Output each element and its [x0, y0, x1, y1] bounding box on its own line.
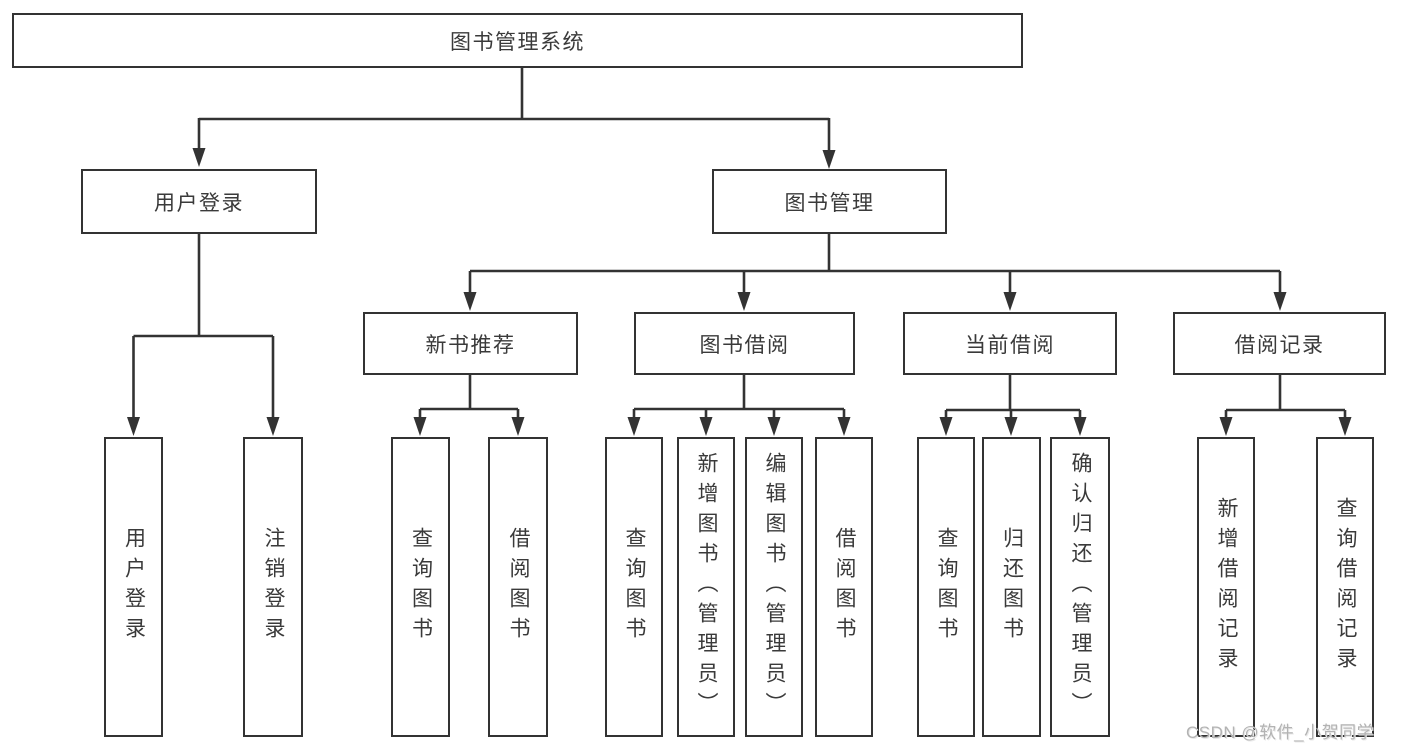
leaf-add-borrow-record: 新增借阅记录	[1197, 437, 1255, 737]
leaf-query-borrow-record: 查询借阅记录	[1316, 437, 1374, 737]
leaf-borrow-books-recommend: 借阅图书	[488, 437, 548, 737]
leaf-query-books-current-label: 查询图书	[935, 527, 958, 647]
leaf-edit-books-admin-label: 编辑图书（管理员）	[763, 452, 786, 722]
node-book-management: 图书管理	[712, 169, 947, 234]
leaf-query-books-borrow: 查询图书	[605, 437, 663, 737]
csdn-watermark: CSDN @软件_小贺同学	[1186, 723, 1375, 742]
node-root-library-system: 图书管理系统	[12, 13, 1023, 68]
node-new-book-recommendation: 新书推荐	[363, 312, 578, 375]
leaf-query-books-current: 查询图书	[917, 437, 975, 737]
node-book-borrowing: 图书借阅	[634, 312, 855, 375]
leaf-query-books-recommend: 查询图书	[391, 437, 450, 737]
leaf-borrow-books: 借阅图书	[815, 437, 873, 737]
node-user-login: 用户登录	[81, 169, 317, 234]
leaf-borrow-books-recommend-label: 借阅图书	[507, 527, 530, 647]
leaf-confirm-return-admin: 确认归还（管理员）	[1050, 437, 1110, 737]
leaf-user-login-label: 用户登录	[122, 527, 146, 647]
leaf-logout-label: 注销登录	[262, 527, 285, 647]
leaf-query-books-borrow-label: 查询图书	[623, 527, 646, 647]
leaf-borrow-books-label: 借阅图书	[833, 527, 856, 647]
leaf-query-books-recommend-label: 查询图书	[409, 527, 433, 647]
leaf-add-books-admin: 新增图书（管理员）	[677, 437, 735, 737]
leaf-return-books: 归还图书	[982, 437, 1041, 737]
leaf-confirm-return-admin-label: 确认归还（管理员）	[1069, 452, 1092, 722]
leaf-logout: 注销登录	[243, 437, 303, 737]
leaf-add-books-admin-label: 新增图书（管理员）	[695, 452, 718, 722]
node-borrowing-records: 借阅记录	[1173, 312, 1386, 375]
leaf-edit-books-admin: 编辑图书（管理员）	[745, 437, 803, 737]
leaf-query-borrow-record-label: 查询借阅记录	[1334, 497, 1357, 677]
leaf-user-login: 用户登录	[104, 437, 163, 737]
leaf-return-books-label: 归还图书	[1000, 527, 1024, 647]
leaf-add-borrow-record-label: 新增借阅记录	[1215, 497, 1238, 677]
node-current-borrowing: 当前借阅	[903, 312, 1117, 375]
